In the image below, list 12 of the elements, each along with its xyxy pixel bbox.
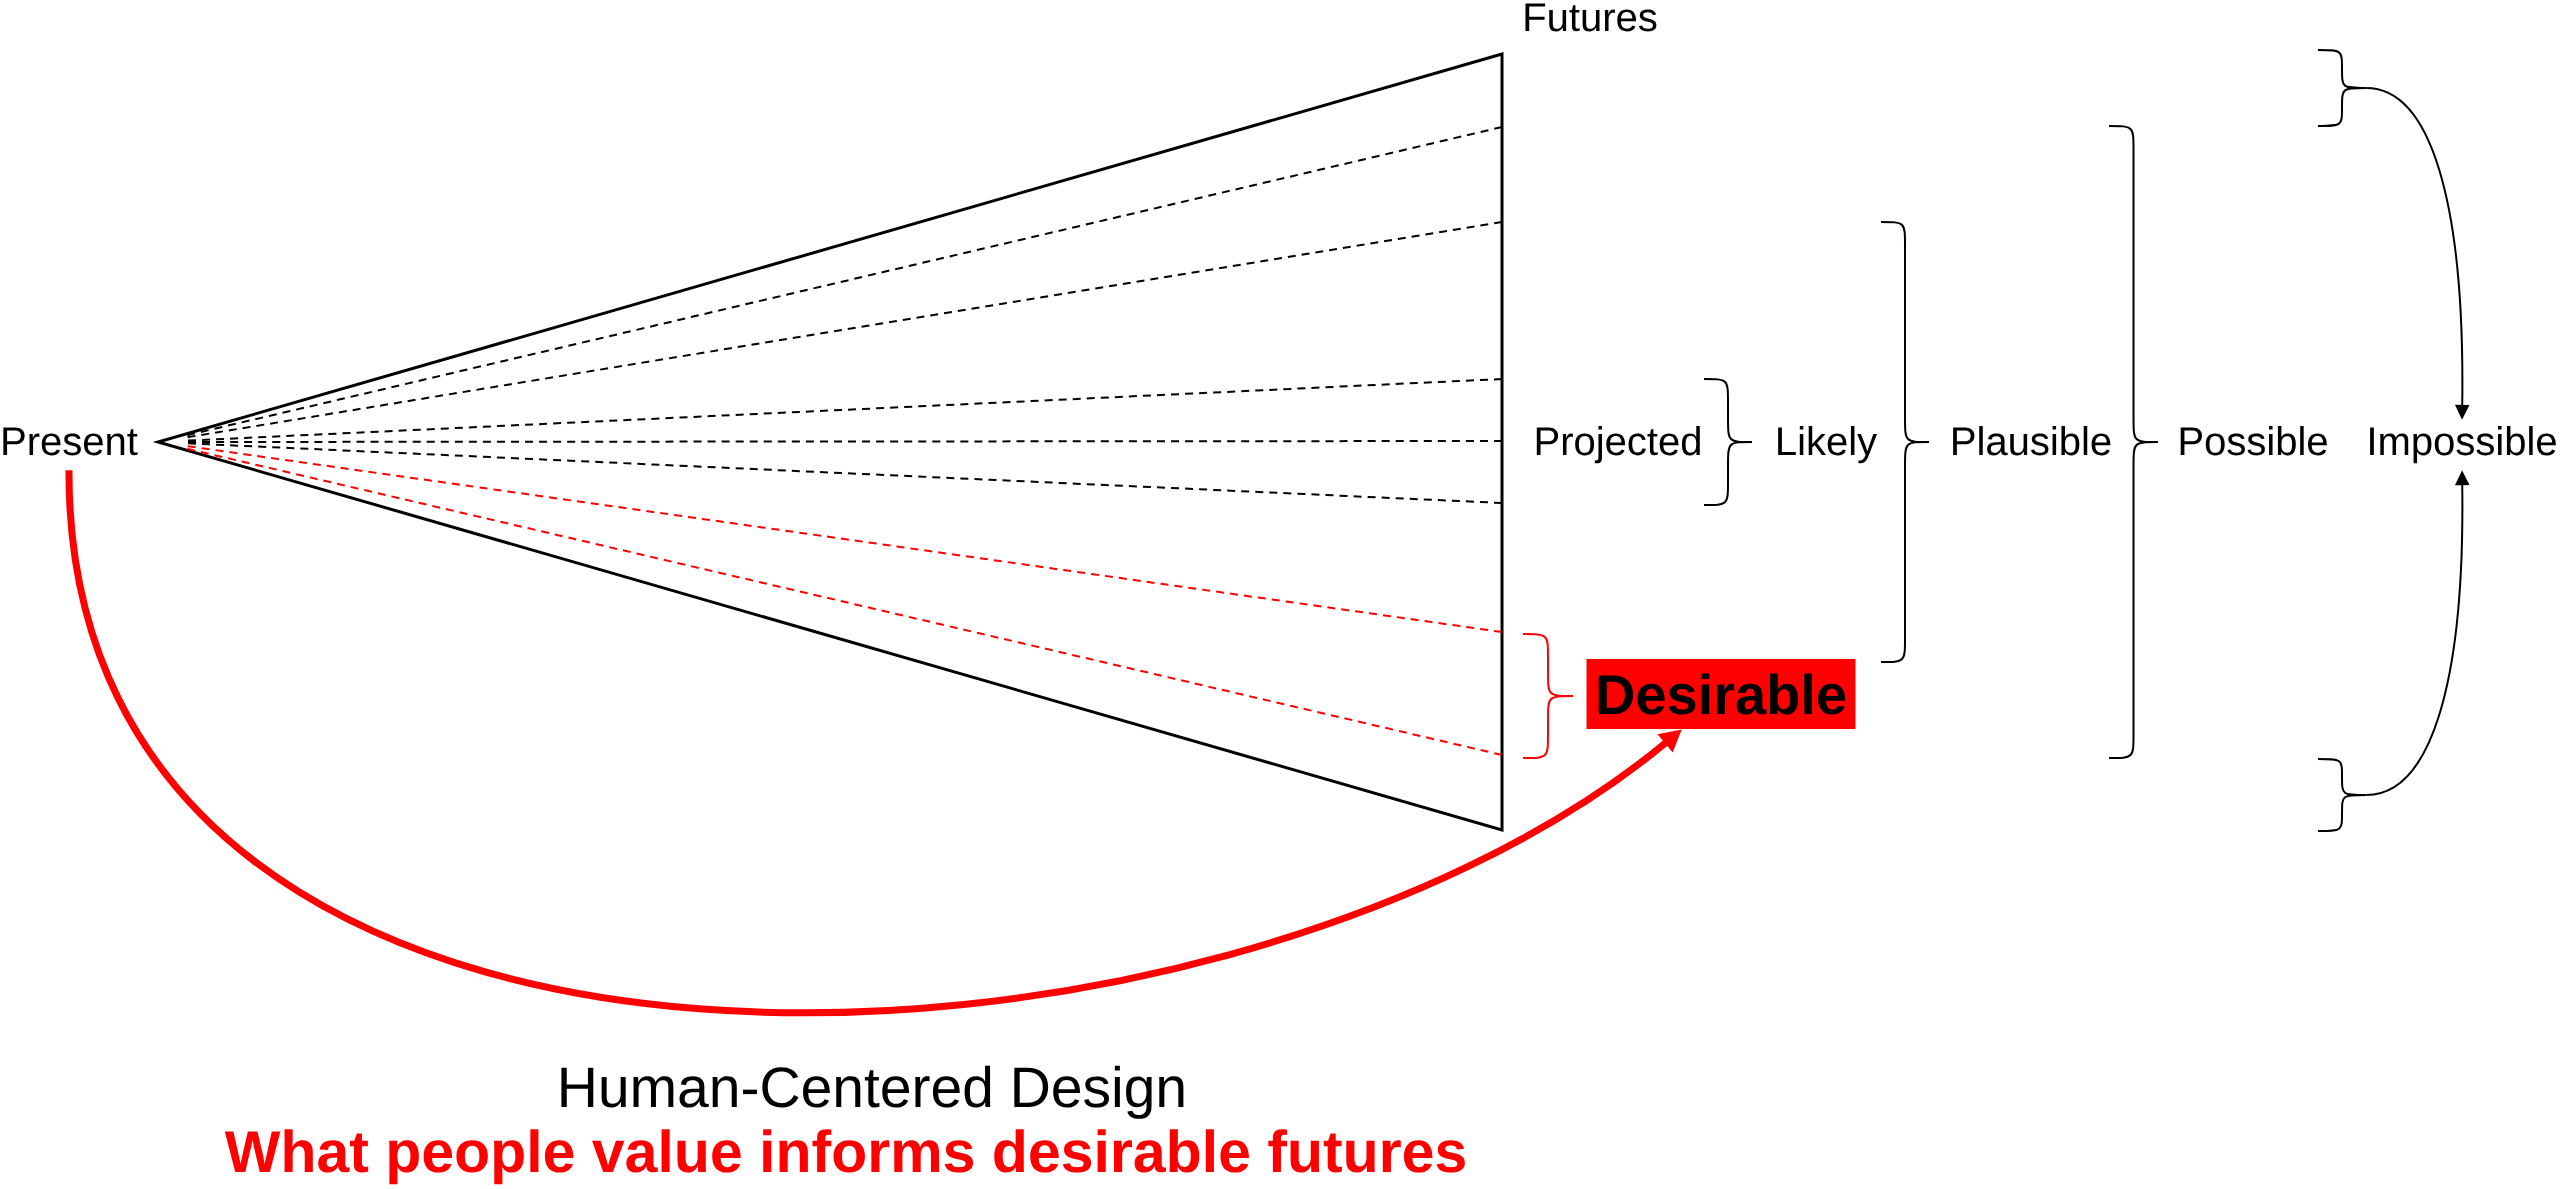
curly-brace — [2317, 49, 2368, 127]
start-label: Present — [3, 427, 138, 456]
category-label: Likely — [1778, 426, 1878, 464]
category-label: Possible — [2180, 426, 2327, 456]
curly-brace — [2317, 758, 2368, 832]
category-label: Projected — [1536, 426, 1700, 464]
cone-heading: Futures — [1525, 3, 1657, 32]
category-label: Plausible — [1953, 426, 2111, 456]
highlight-box: Desirable — [1586, 659, 1856, 729]
caption-subtitle: What people value informs desirable futures — [224, 1129, 1465, 1185]
category-label: Impossible — [2370, 426, 2556, 464]
caption-title: Human-Centered Design — [561, 1065, 1184, 1119]
